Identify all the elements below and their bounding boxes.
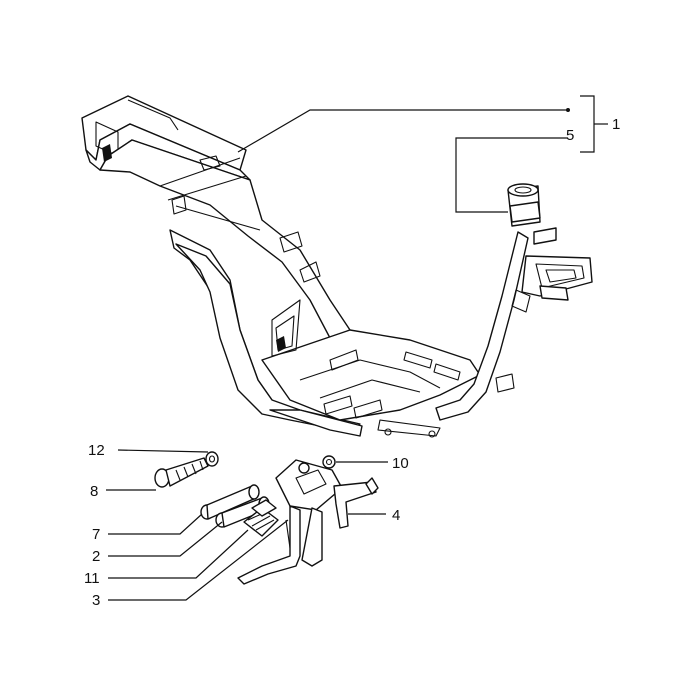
leader-lines [106, 95, 608, 601]
callout-5: 5 [566, 127, 574, 144]
callout-7: 7 [92, 526, 100, 543]
callout-8: 8 [90, 483, 98, 500]
callout-labels: 1 5 12 8 10 4 7 2 11 3 [84, 116, 620, 609]
washer-12 [205, 451, 219, 467]
callout-10: 10 [392, 455, 409, 472]
bolt-8 [154, 457, 209, 488]
center-stand [237, 459, 379, 585]
callout-4: 4 [392, 507, 400, 524]
callout-12: 12 [88, 442, 105, 459]
spring-11 [243, 499, 279, 537]
scooter-frame [81, 95, 593, 438]
callout-2: 2 [92, 548, 100, 565]
pin-shaft-7 [200, 484, 260, 520]
callout-11: 11 [84, 570, 100, 587]
washer-10 [322, 455, 336, 469]
callout-3: 3 [92, 592, 100, 609]
callout-1: 1 [612, 116, 620, 133]
